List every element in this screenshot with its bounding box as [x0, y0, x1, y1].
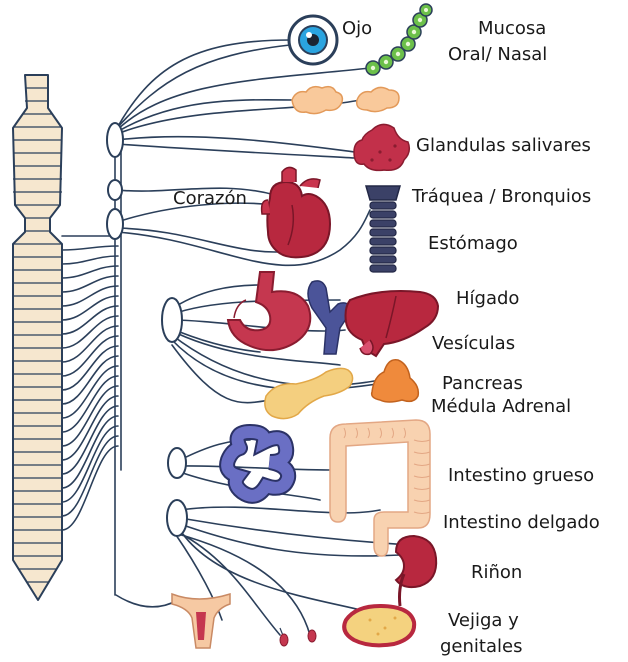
mucosa-cells-icon [366, 4, 432, 75]
label-glandulas-salivares: Glandulas salivares [416, 135, 591, 157]
label-estomago: Estómago [428, 233, 518, 255]
salivary-gland-icon [354, 124, 409, 170]
spinal-nerve-line [62, 446, 118, 530]
spinal-nerve-line [62, 256, 118, 264]
uterus-icon [172, 594, 230, 648]
pancreas-icon [265, 368, 353, 418]
trachea-ring [370, 229, 396, 236]
bladder-icon [344, 606, 414, 645]
kidney-icon [396, 536, 436, 606]
label-oral-nasal: Oral/ Nasal [448, 44, 547, 66]
trachea-ring [370, 256, 396, 263]
trachea-ring [370, 211, 396, 218]
spinal-nerve-line [62, 336, 118, 376]
spinal-cord-icon [13, 75, 62, 600]
liver-icon [346, 291, 439, 356]
label-ojo: Ojo [342, 18, 372, 40]
label-traquea-bronquios: Tráquea / Bronquios [412, 186, 591, 208]
trachea-icon [366, 186, 400, 272]
testes-icon [280, 628, 316, 646]
label-medula-adrenal: Médula Adrenal [431, 396, 571, 418]
gland-cluster-icon [292, 87, 399, 114]
heart-icon [262, 167, 330, 257]
label-intestino-grueso: Intestino grueso [448, 465, 594, 487]
spinal-nerve-line [62, 286, 118, 306]
label-genitales: genitales [440, 636, 522, 658]
trachea-ring [370, 220, 396, 227]
spinal-nerve-line [62, 246, 118, 250]
label-mucosa: Mucosa [478, 18, 546, 40]
label-higado: Hígado [456, 288, 519, 310]
adrenal-gland-icon [372, 360, 419, 402]
trachea-ring [370, 247, 396, 254]
label-vejiga: Vejiga y [448, 610, 519, 632]
spinal-nerve-line [62, 376, 118, 432]
spinal-nerve-line [62, 276, 118, 292]
spinal-nerve-line [62, 426, 118, 502]
label-corazon: Corazón [173, 188, 247, 210]
label-rinon: Riñon [471, 562, 522, 584]
trachea-ring [370, 265, 396, 272]
label-vesiculas: Vesículas [432, 333, 515, 355]
label-pancreas: Pancreas [442, 373, 523, 395]
spinal-nerve-line [62, 356, 118, 404]
stomach-icon [228, 272, 310, 350]
trachea-ring [370, 238, 396, 245]
ganglion-icon [107, 123, 187, 536]
spinal-nerve-line [62, 436, 118, 516]
small-intestine-icon [227, 432, 288, 496]
trachea-ring [370, 202, 396, 209]
eye-icon [289, 16, 337, 64]
label-intestino-delgado: Intestino delgado [443, 512, 600, 534]
spinal-nerve-line [62, 306, 118, 334]
